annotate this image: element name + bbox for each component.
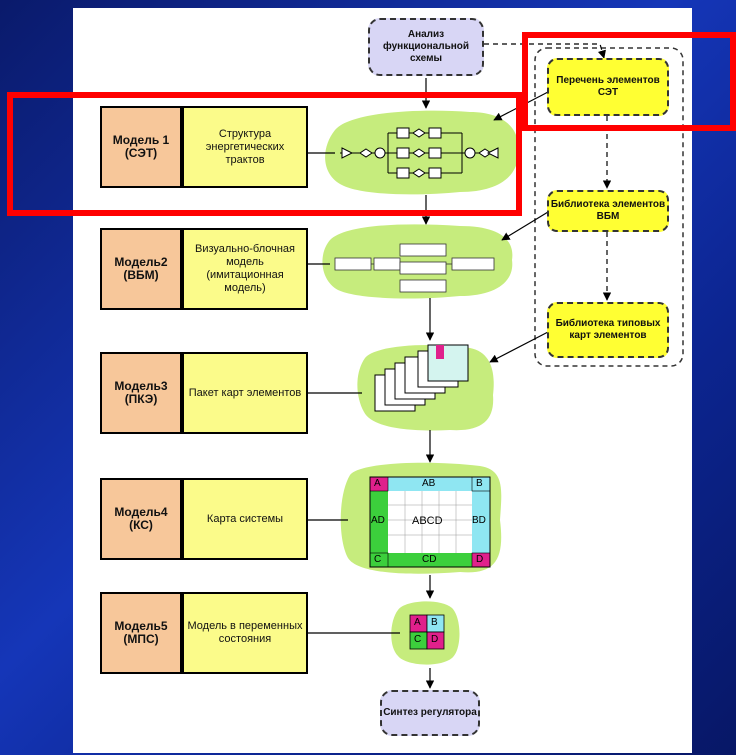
model-2-desc: Визуально-блочная модель (имитационная м… xyxy=(182,228,308,310)
state-label-d: D xyxy=(431,634,439,645)
model-3-label: Модель3 (ПКЭ) xyxy=(100,352,182,434)
state-model-grid xyxy=(409,614,445,650)
state-label-c: C xyxy=(414,634,422,645)
map-label-bd: BD xyxy=(472,515,486,526)
energy-structure-graphic xyxy=(340,127,499,179)
map-label-c: C xyxy=(374,554,382,565)
model-1-desc: Структура энергетических трактов xyxy=(182,106,308,188)
map-label-abcd: ABCD xyxy=(412,515,443,527)
blob-2 xyxy=(322,224,513,299)
library-container xyxy=(534,47,684,367)
analysis-node: Анализ функциональной схемы xyxy=(368,18,484,76)
map-label-d: D xyxy=(476,554,484,565)
cards-graphic xyxy=(374,344,469,412)
model-2-label: Модель2 (ВБМ) xyxy=(100,228,182,310)
model-1-label: Модель 1 (СЭТ) xyxy=(100,106,182,188)
dashed-arrow-analysis-to-list xyxy=(484,43,606,59)
map-label-a: A xyxy=(374,478,381,489)
block-model-graphic xyxy=(334,243,495,293)
arrow-cards-to-blob3 xyxy=(489,331,549,363)
system-map-grid xyxy=(369,476,491,568)
model-4-desc: Карта системы xyxy=(182,478,308,560)
library-cards: Библиотека типовых карт элементов xyxy=(547,302,669,358)
state-label-a: A xyxy=(414,617,421,628)
map-label-cd: CD xyxy=(422,554,437,565)
state-label-b: B xyxy=(431,617,438,628)
map-label-b: B xyxy=(476,478,483,489)
map-label-ad: AD xyxy=(371,515,385,526)
library-vbm: Библиотека элементов ВБМ xyxy=(547,190,669,232)
arrow-vbm-to-blob2 xyxy=(501,211,549,241)
model-5-desc: Модель в переменных состояния xyxy=(182,592,308,674)
model-3-desc: Пакет карт элементов xyxy=(182,352,308,434)
map-label-ab: AB xyxy=(422,478,436,489)
highlight-frame-model1 xyxy=(7,92,522,216)
library-set-list: Перечень элементов СЭТ xyxy=(547,58,669,116)
model-5-label: Модель5 (МПС) xyxy=(100,592,182,674)
highlight-frame-list xyxy=(522,32,736,131)
synthesis-node: Синтез регулятора xyxy=(380,690,480,736)
model-4-label: Модель4 (КС) xyxy=(100,478,182,560)
